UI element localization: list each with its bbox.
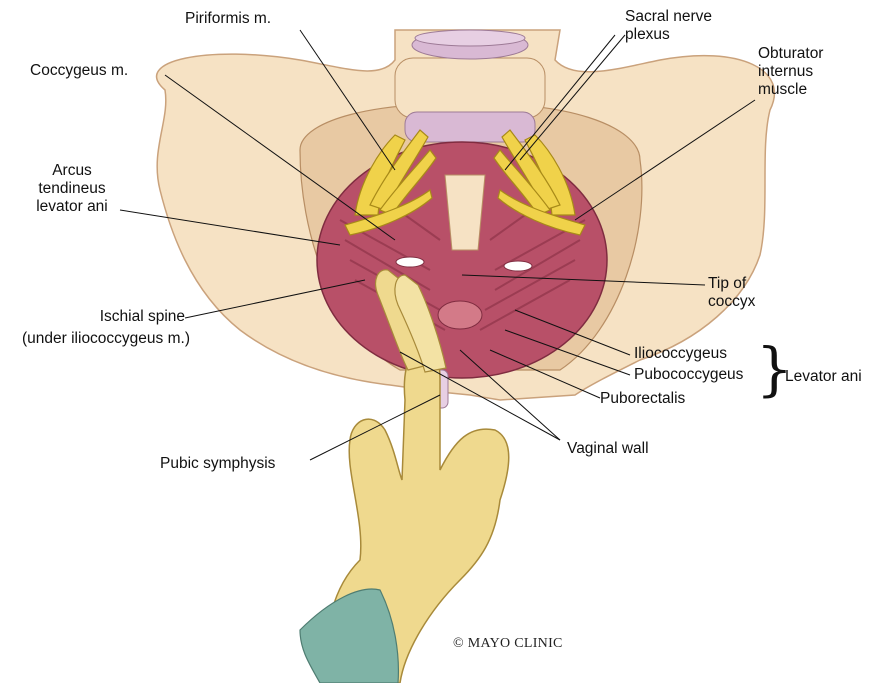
label-obturator-line2: internus <box>758 63 823 81</box>
label-tip-coccyx: Tip of coccyx <box>708 275 755 311</box>
label-tip-coccyx-line1: Tip of <box>708 275 755 293</box>
left-opening <box>396 257 424 267</box>
label-arcus: Arcus tendineus levator ani <box>22 162 122 216</box>
label-obturator-line1: Obturator <box>758 45 823 63</box>
label-tip-coccyx-line2: coccyx <box>708 293 755 311</box>
label-piriformis: Piriformis m. <box>185 10 271 28</box>
sleeve <box>300 589 398 683</box>
label-arcus-line2: tendineus <box>22 180 122 198</box>
label-iliococcygeus: Iliococcygeus <box>634 345 727 363</box>
label-levator-ani: Levator ani <box>785 368 862 386</box>
disc-top <box>415 30 525 46</box>
label-obturator: Obturator internus muscle <box>758 45 823 99</box>
label-sacral-nerve-line2: plexus <box>625 26 712 44</box>
coccyx <box>445 175 485 250</box>
label-ischial-spine: Ischial spine <box>20 308 185 326</box>
label-obturator-line3: muscle <box>758 81 823 99</box>
label-sacral-nerve: Sacral nerve plexus <box>625 8 712 44</box>
label-puborectalis: Puborectalis <box>600 390 685 408</box>
label-arcus-line3: levator ani <box>22 198 122 216</box>
label-ischial-spine-note: (under iliococcygeus m.) <box>22 330 190 348</box>
label-ischial-spine-line1: Ischial spine <box>20 308 185 326</box>
copyright-credit: © MAYO CLINIC <box>453 636 563 652</box>
rectum <box>438 301 482 329</box>
label-pubic-symphysis: Pubic symphysis <box>160 455 275 473</box>
label-coccygeus: Coccygeus m. <box>30 62 128 80</box>
right-opening <box>504 261 532 271</box>
label-sacral-nerve-line1: Sacral nerve <box>625 8 712 26</box>
label-arcus-line1: Arcus <box>22 162 122 180</box>
label-pubococcygeus: Pubococcygeus <box>634 366 743 384</box>
label-vaginal-wall: Vaginal wall <box>567 440 649 458</box>
vertebra <box>395 58 545 118</box>
